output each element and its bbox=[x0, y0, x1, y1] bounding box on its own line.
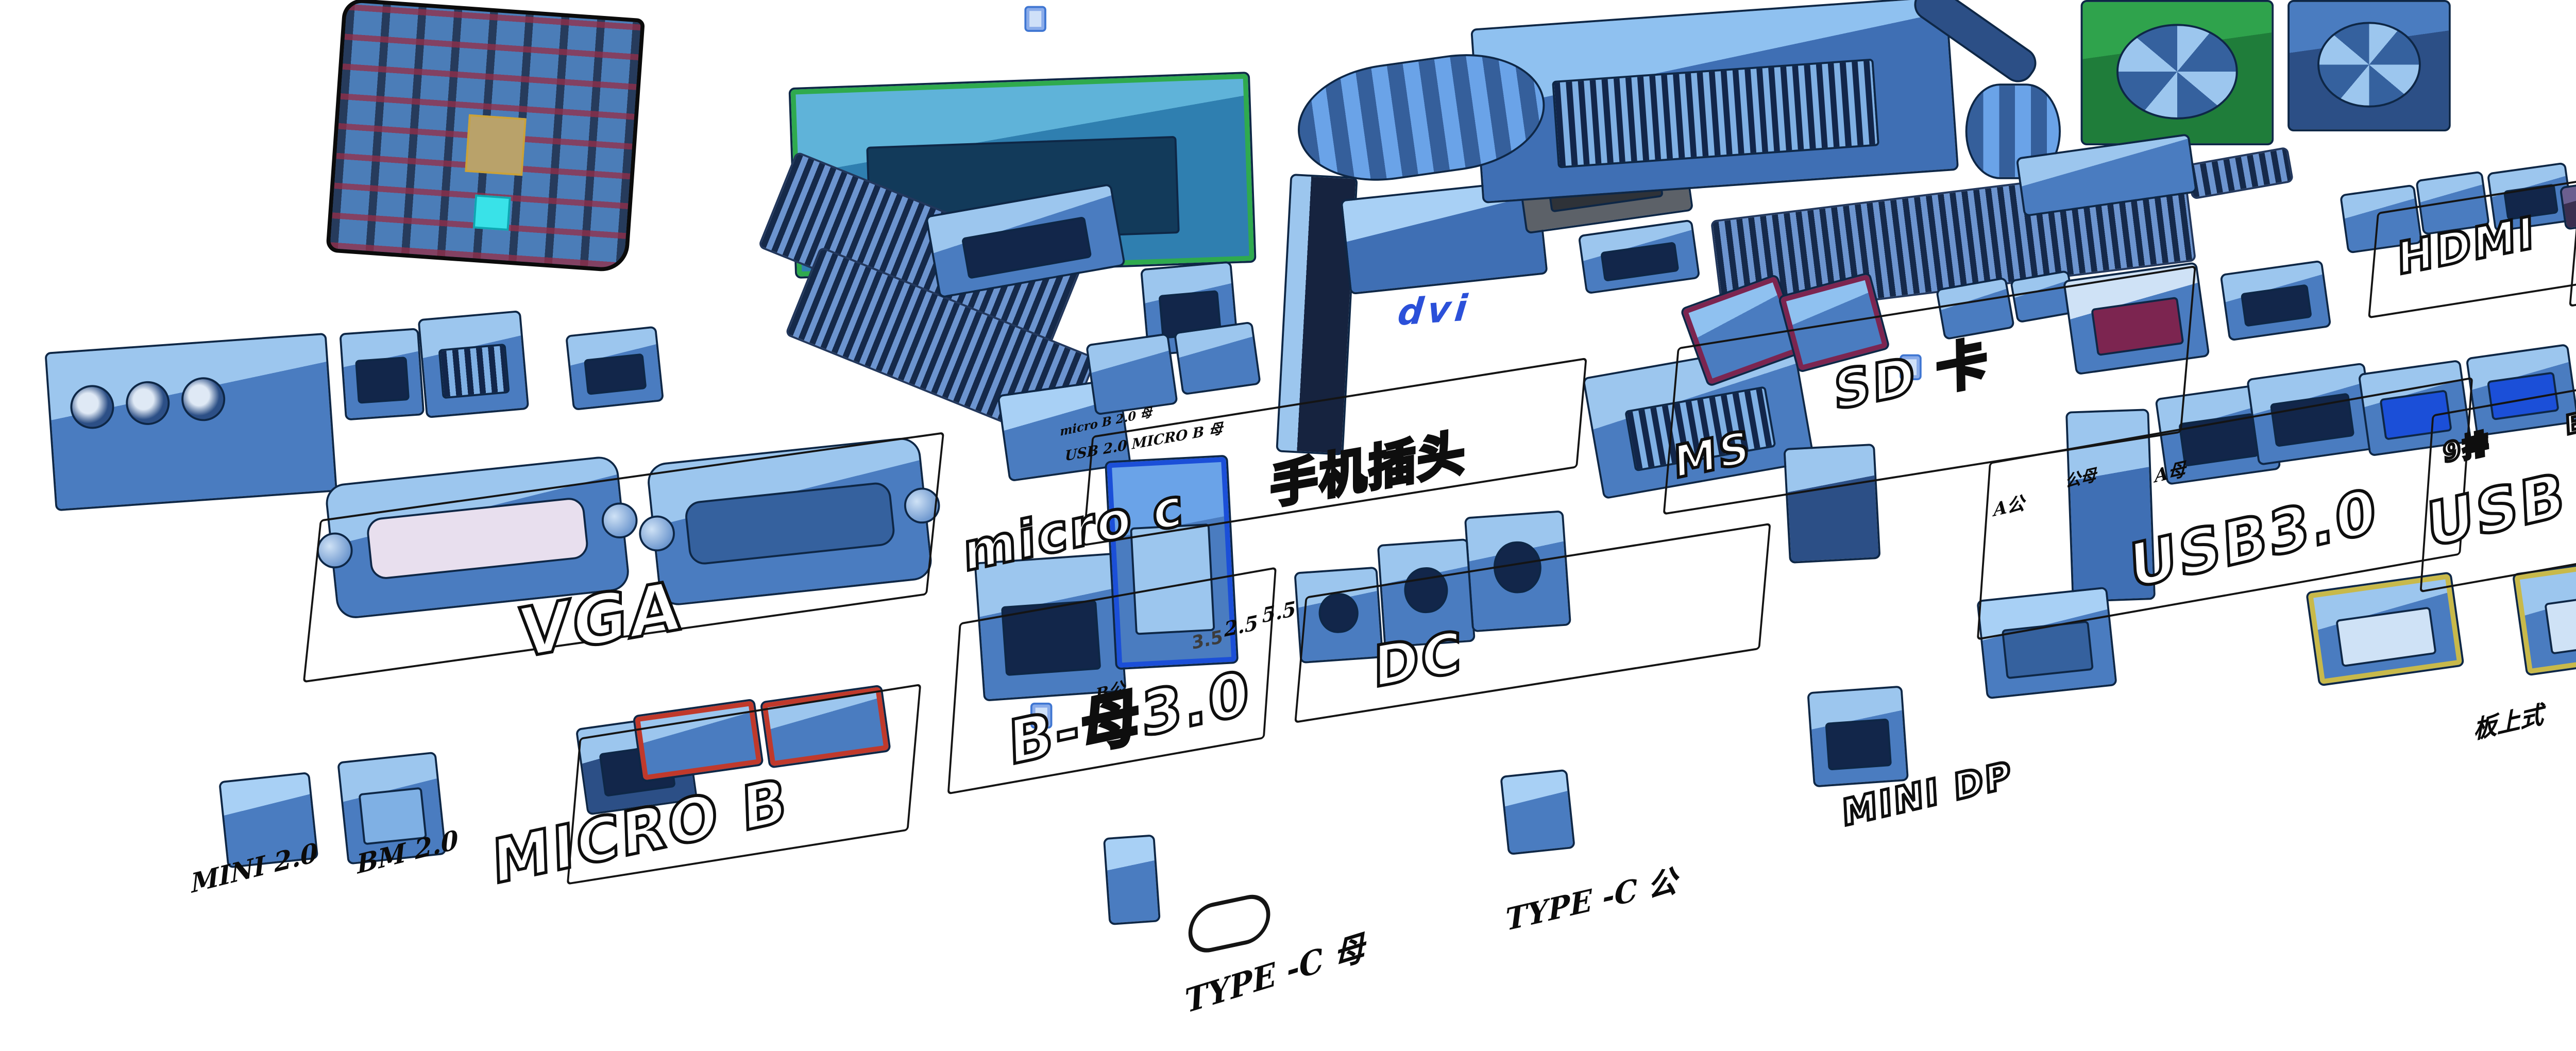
qfp-chip bbox=[465, 114, 526, 177]
connector-opening bbox=[1600, 241, 1680, 281]
mate-reference-icon bbox=[1900, 354, 1922, 380]
mini-dp-connector[interactable] bbox=[1807, 685, 1909, 788]
connector-opening bbox=[2334, 606, 2438, 667]
micro-b-plug-2[interactable] bbox=[1173, 321, 1261, 396]
connector-opening bbox=[438, 344, 510, 400]
connector-opening bbox=[355, 357, 410, 404]
small-connector[interactable] bbox=[565, 326, 665, 411]
label-type-c-male: TYPE -C 公 bbox=[1504, 862, 1678, 939]
connector-opening bbox=[583, 352, 647, 396]
fan-hub bbox=[2116, 24, 2238, 120]
triple-av-port-block[interactable] bbox=[44, 332, 337, 512]
fan-hub bbox=[2318, 22, 2421, 108]
type-c-male-connector[interactable] bbox=[1500, 769, 1575, 856]
mate-reference-icon bbox=[1030, 702, 1053, 729]
connector-opening bbox=[961, 215, 1092, 279]
cable-end-motor[interactable] bbox=[1965, 83, 2061, 179]
label-dc-size-55: 5.5 bbox=[1261, 599, 1297, 629]
usb30-socket-top[interactable] bbox=[2219, 260, 2332, 342]
rj45-shielded-jack[interactable] bbox=[417, 310, 530, 419]
mate-reference-icon bbox=[1024, 6, 1046, 32]
cooling-fan-blue[interactable] bbox=[2287, 0, 2451, 131]
type-c-female-connector[interactable] bbox=[1103, 834, 1161, 926]
type-c-cross-section bbox=[1188, 890, 1272, 957]
wafer-connector-row2[interactable] bbox=[1578, 219, 1701, 295]
connector-opening bbox=[1552, 57, 1879, 169]
round-port bbox=[180, 376, 227, 423]
cyan-chip bbox=[473, 194, 512, 230]
micro-b-plug-1[interactable] bbox=[1085, 333, 1178, 416]
label-dvi: dvi bbox=[1395, 287, 1473, 335]
populated-pcb[interactable] bbox=[326, 0, 646, 273]
label-board-mount: 板上式 bbox=[2472, 700, 2544, 745]
connector-opening bbox=[2240, 284, 2312, 327]
screw-standoffs[interactable] bbox=[2185, 146, 2294, 200]
round-port bbox=[124, 380, 172, 427]
label-dc: DC bbox=[1372, 617, 1465, 703]
connector-opening bbox=[1825, 718, 1891, 770]
slot-connector-box[interactable] bbox=[339, 328, 425, 421]
connector-opening bbox=[2545, 587, 2576, 655]
cooling-fan-green[interactable] bbox=[2080, 0, 2274, 146]
round-port bbox=[69, 384, 116, 431]
